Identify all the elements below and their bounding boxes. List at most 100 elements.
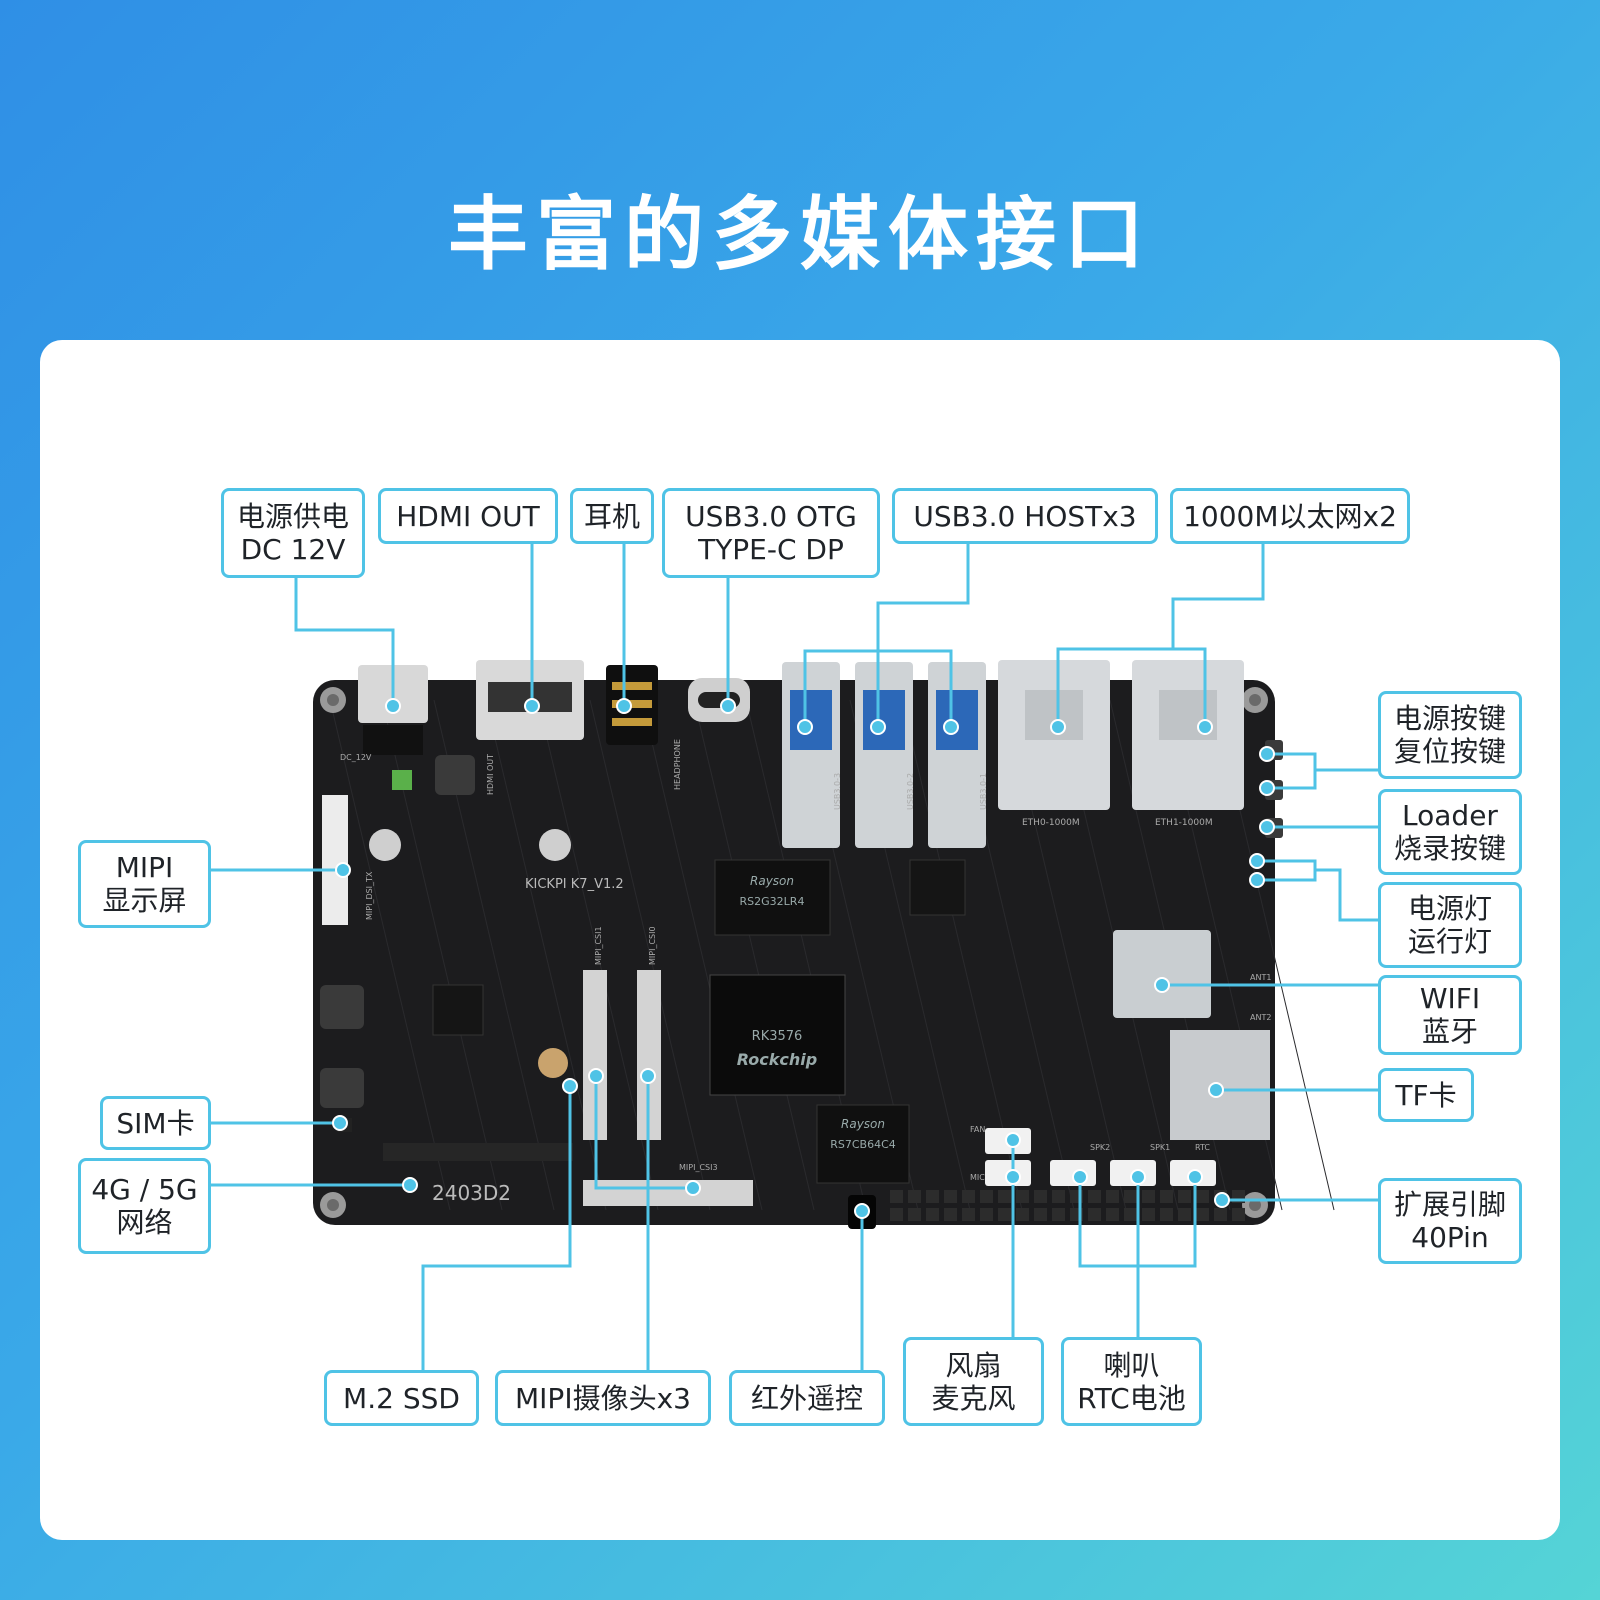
gpio-pin (1034, 1208, 1047, 1221)
label-ir-remote: 红外遥控 (729, 1370, 885, 1426)
silk-mic: MIC (970, 1173, 985, 1182)
soc-chip (709, 974, 846, 1096)
label-gpio-40pin: 扩展引脚 40Pin (1378, 1178, 1522, 1264)
label-ethernet-line1: 1000M以太网x2 (1183, 499, 1397, 533)
callout-dot (1050, 719, 1066, 735)
label-power-dc: 电源供电 DC 12V (221, 488, 365, 578)
wifi-module (1113, 930, 1211, 1018)
gpio-pin (962, 1190, 975, 1203)
pmic-chip (432, 984, 484, 1036)
callout-dot (854, 1203, 870, 1219)
gpio-pin (1232, 1208, 1245, 1221)
gpio-pin (1088, 1208, 1101, 1221)
pcb-trace (641, 699, 763, 1211)
label-loader-button: Loader 烧录按键 (1378, 789, 1522, 875)
dc-jack-base (363, 725, 423, 755)
gpio-pin (944, 1208, 957, 1221)
label-mipi-camera-line1: MIPI摄像头x3 (515, 1381, 691, 1415)
gpio-pin (1160, 1208, 1173, 1221)
gpio-pin (962, 1208, 975, 1221)
mounting-screw-center (1249, 1199, 1261, 1211)
gpio-pin (1196, 1190, 1209, 1203)
callout-dot (1249, 853, 1265, 869)
fuse (392, 770, 412, 790)
pcb-trace (329, 699, 451, 1211)
page-title: 丰富的多媒体接口 (448, 188, 1152, 281)
label-hdmi-out-line1: HDMI OUT (396, 499, 540, 533)
gpio-pin (980, 1208, 993, 1221)
label-sim-card-line1: SIM卡 (116, 1106, 195, 1140)
mounting-screw-center (327, 1199, 339, 1211)
gpio-pin (1124, 1190, 1137, 1203)
label-ir-remote-line1: 红外遥控 (750, 1381, 863, 1415)
label-power-dc-line1: 电源供电 (236, 500, 349, 533)
soc-chip-model: RK3576 (752, 1029, 803, 1044)
usb3-port (855, 662, 913, 848)
label-m2-ssd: M.2 SSD (324, 1370, 479, 1426)
label-fan-mic-line2: 麦克风 (931, 1381, 1016, 1415)
emmc-chip (816, 1104, 910, 1184)
emmc-chip-model: RS7CB64C4 (830, 1138, 896, 1151)
silk-headphone: HEADPHONE (673, 739, 682, 790)
leader-line (1056, 647, 1207, 727)
label-hdmi-out: HDMI OUT (378, 488, 558, 544)
callout-dot (1197, 719, 1213, 735)
label-mipi-display: MIPI 显示屏 (78, 840, 211, 928)
callout-dot (1005, 1132, 1021, 1148)
inductor (435, 755, 475, 795)
headphone-contact (612, 682, 652, 690)
eth-phy-chip (909, 859, 966, 916)
label-m2-ssd-line1: M.2 SSD (343, 1381, 460, 1415)
usb3-port (782, 662, 840, 848)
label-cellular-line1: 4G / 5G (91, 1173, 198, 1206)
leader-line (876, 544, 970, 727)
jst-connector (1050, 1160, 1096, 1186)
gpio-pin (1142, 1190, 1155, 1203)
callout-dot (562, 1078, 578, 1094)
callout-dot (616, 698, 632, 714)
label-gpio-line2: 40Pin (1411, 1221, 1489, 1254)
label-ethernet: 1000M以太网x2 (1170, 488, 1410, 544)
soc-chip-brand: Rockchip (737, 1050, 817, 1069)
label-loader-line1: Loader (1402, 799, 1498, 832)
gpio-pin (1124, 1208, 1137, 1221)
silk-usb3-2: USB3.0-2 (906, 773, 915, 810)
mounting-hole (539, 829, 571, 861)
label-fan-mic-line1: 风扇 (945, 1348, 1002, 1382)
m2-standoff (538, 1048, 568, 1078)
callout-dot (1130, 1169, 1146, 1185)
callout-dot (385, 698, 401, 714)
headphone-contact (612, 700, 652, 708)
silk-eth1: ETH1-1000M (1155, 818, 1213, 828)
gpio-pin (1016, 1208, 1029, 1221)
callout-dot (1005, 1169, 1021, 1185)
ram-chip-brand: Rayson (750, 874, 794, 888)
pcb-board (313, 680, 1275, 1225)
silk-csi3: MIPI_CSI3 (679, 1163, 718, 1172)
gpio-pin (1196, 1208, 1209, 1221)
silk-mipi-dsi: MIPI_DSI_TX (365, 871, 374, 920)
headphone-contact (612, 718, 652, 726)
callout-dot (640, 1068, 656, 1084)
silk-spk1: SPK1 (1150, 1143, 1170, 1152)
silk-spk2: SPK2 (1090, 1143, 1110, 1152)
ram-chip-model: RS2G32LR4 (740, 895, 805, 908)
callout-dot (588, 1068, 604, 1084)
silk-rtc: RTC (1195, 1143, 1210, 1152)
label-fan-mic: 风扇 麦克风 (903, 1337, 1044, 1426)
label-tf-card: TF卡 (1378, 1068, 1474, 1122)
board-serial-silkscreen: 2403D2 (432, 1181, 511, 1205)
pcb-trace (589, 699, 711, 1211)
callout-dot (402, 1177, 418, 1193)
gpio-pin (1052, 1208, 1065, 1221)
mounting-hole (369, 829, 401, 861)
label-speaker-rtc-line1: 喇叭 (1103, 1348, 1160, 1382)
callout-dot (1259, 780, 1275, 796)
leader-line (1315, 868, 1378, 922)
gpio-pin (1106, 1190, 1119, 1203)
label-power-reset-line2: 复位按键 (1393, 735, 1506, 768)
silk-dc: DC_12V (340, 753, 372, 762)
label-mipi-display-line1: MIPI (115, 851, 174, 884)
callout-dot (1214, 1192, 1230, 1208)
callout-dot (524, 698, 540, 714)
